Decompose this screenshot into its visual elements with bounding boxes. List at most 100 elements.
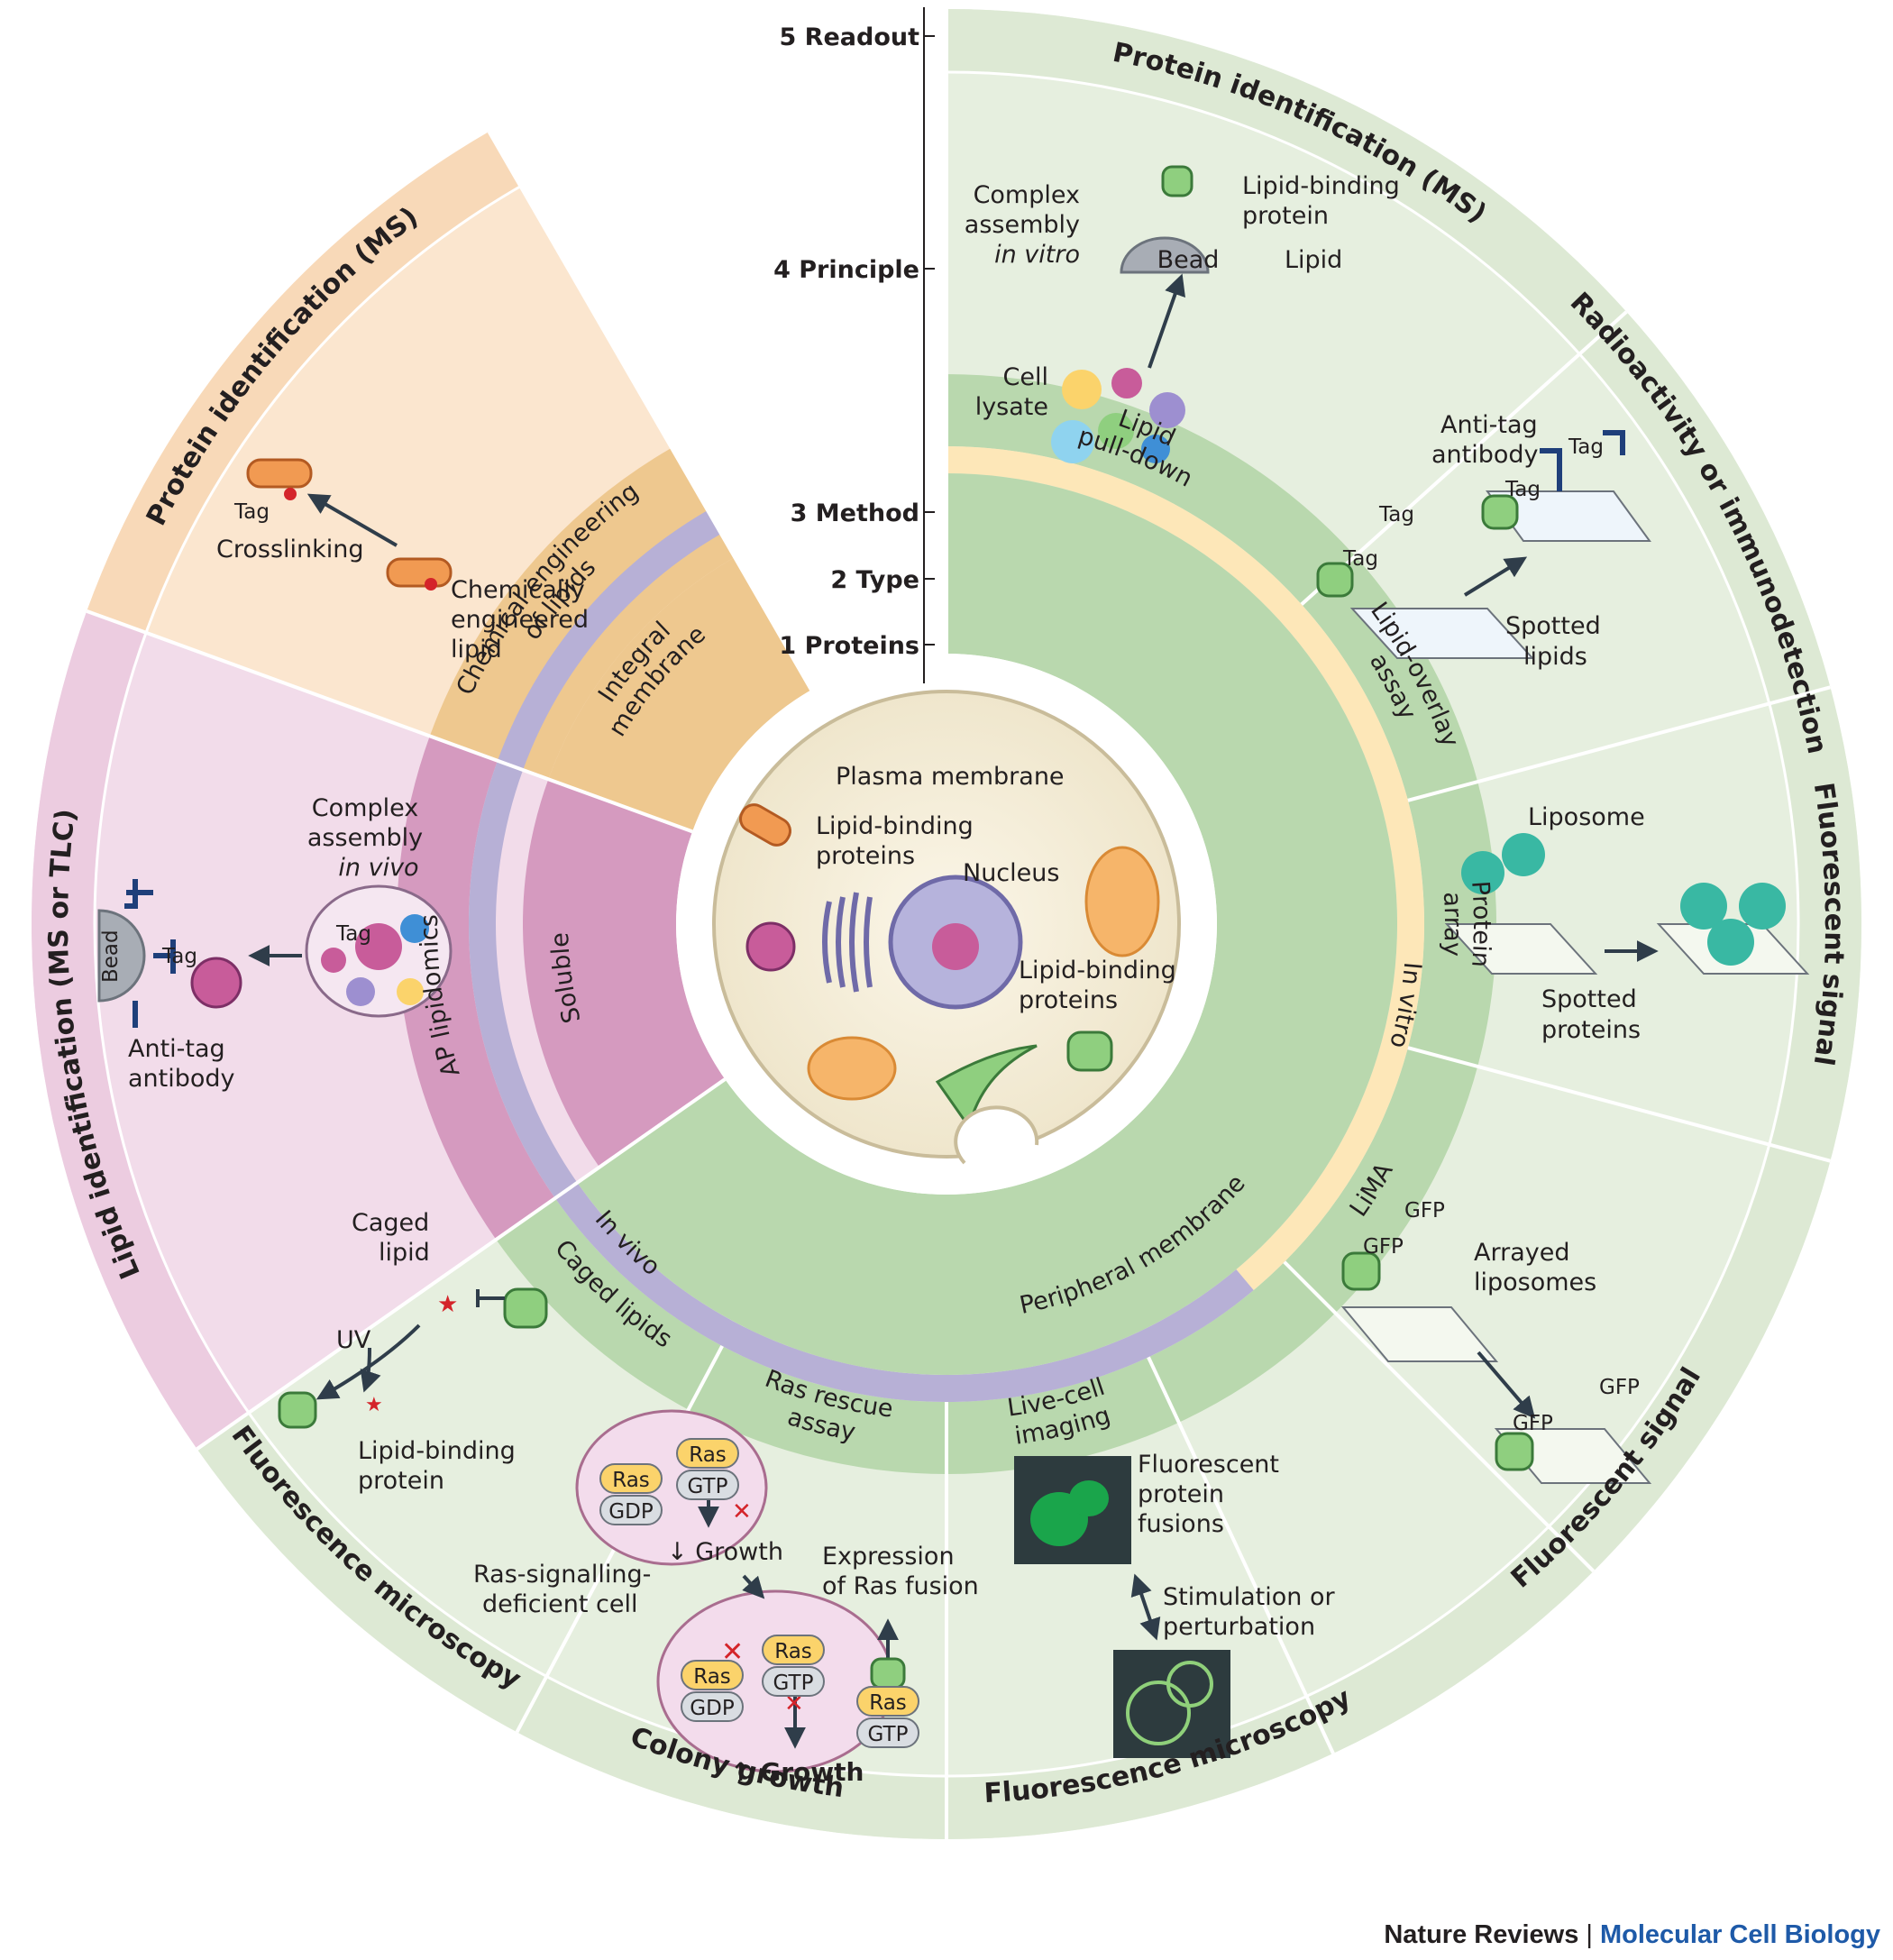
lysate-protein-shape <box>1098 413 1134 449</box>
ras-ras-text: Ras <box>693 1665 731 1689</box>
ras-gtp-text: GTP <box>868 1723 909 1746</box>
live-stim-1: Stimulation or <box>1163 1583 1336 1611</box>
uv-arrow <box>316 1323 421 1400</box>
axis-labels: 5 Readout 4 Principle 3 Method 2 Type 1 … <box>773 23 919 660</box>
ras-ras-text: Ras <box>869 1691 907 1715</box>
array-sheet-shape <box>1444 923 1598 975</box>
live-fusions-1: Fluorescent <box>1138 1451 1279 1479</box>
tagged-protein-shape <box>190 957 242 1009</box>
block-mark: ✕ <box>732 1498 752 1525</box>
protein-ring-peripheral <box>577 473 1397 1375</box>
chem-engineered-2: engineered <box>451 606 589 634</box>
sector-divider <box>1147 1356 1335 1754</box>
ras-gtp-text: GTP <box>688 1475 728 1498</box>
ras-gtp-pill <box>676 1470 739 1500</box>
pd-complex-2: assembly <box>965 211 1080 239</box>
chem-crosslinking: Crosslinking <box>216 536 364 563</box>
ras-gtp-pill <box>762 1666 825 1697</box>
cell-lbp1-line1: Lipid-binding <box>816 812 974 840</box>
readout-band-orange <box>87 131 521 633</box>
ras-ras-pill <box>681 1660 744 1690</box>
live-stim-2: perturbation <box>1163 1613 1315 1641</box>
gfp-protein-shape <box>1341 1251 1381 1291</box>
lima-gfp-c: GFP <box>1599 1376 1640 1399</box>
endosome-shape <box>745 921 796 972</box>
cell-lbp1-line2: proteins <box>816 842 915 870</box>
sector-divider <box>196 1077 727 1451</box>
lysate-protein-shape <box>1141 435 1170 463</box>
lysate-protein-shape <box>1062 370 1102 409</box>
sector-divider <box>86 609 693 834</box>
protein-ring-soluble <box>523 779 726 1168</box>
lima-gfp-a: GFP <box>1404 1199 1445 1223</box>
caged-lipid-2: lipid <box>379 1239 430 1267</box>
journal-separator: | <box>1578 1920 1600 1949</box>
protein-shape <box>346 977 375 1006</box>
block-mark: ✕ <box>784 1690 804 1717</box>
cage-star-icon: ★ <box>365 1394 383 1416</box>
journal-name-b: Molecular Cell Biology <box>1600 1920 1880 1949</box>
lipid-binding-protein-shape <box>1066 1030 1113 1072</box>
ap-labels: Complex assembly in vivo Tag Tag Bead An… <box>99 794 423 1093</box>
live-imaging-illustration <box>1014 1456 1230 1758</box>
plasma-membrane-label: Plasma membrane <box>836 763 1065 791</box>
ov-antitag-2: antibody <box>1431 441 1539 469</box>
ov-spotted-2: lipids <box>1523 643 1587 671</box>
caged-labels: Caged lipid UV Lipid-binding protein <box>336 1209 516 1495</box>
membrane-curve-shape <box>935 1044 1038 1131</box>
ras-gdp-pill <box>599 1495 663 1525</box>
pd-lysate-2: lysate <box>975 393 1048 421</box>
ap-complex-2: assembly <box>307 824 423 852</box>
integral-protein-shape <box>739 803 791 847</box>
readout-ring-edge <box>93 70 1800 1778</box>
ov-antitag-1: Anti-tag <box>1440 411 1538 439</box>
lima-arrow <box>1477 1351 1536 1419</box>
cell-outline-shape <box>1126 1681 1191 1745</box>
pd-lipid: Lipid <box>1285 246 1342 274</box>
arr-liposome: Liposome <box>1528 803 1645 831</box>
pd-complex-3: in vitro <box>994 241 1080 269</box>
ov-tag-b: Tag <box>1504 478 1541 501</box>
ras-ras-pill <box>762 1635 825 1665</box>
inhibition-mark <box>476 1289 505 1307</box>
cage-star-icon: ★ <box>437 1291 458 1318</box>
ov-tag-a: Tag <box>1568 435 1604 459</box>
sector-divider <box>1407 685 1831 802</box>
axis-type: 2 Type <box>830 566 919 594</box>
pd-lysate-1: Cell <box>1003 363 1048 391</box>
lysate-protein-shape <box>1149 392 1185 428</box>
ap-lipidomics-illustration <box>97 879 453 1028</box>
mitochondrion-shape <box>1084 846 1160 957</box>
ras-deficient-1: Ras-signalling- <box>473 1561 651 1589</box>
mitochondrion-shape <box>807 1036 897 1101</box>
axis-method: 3 Method <box>791 499 919 527</box>
ap-bead: Bead <box>99 930 123 983</box>
antibody-shape <box>1540 430 1625 491</box>
membrane-sheet-shape <box>1349 608 1535 659</box>
caged-lbp-2: protein <box>358 1467 444 1495</box>
journal-name-a: Nature Reviews <box>1384 1920 1579 1949</box>
ras-ras-text: Ras <box>774 1640 812 1663</box>
crosslinking-arrow <box>306 493 398 547</box>
lysate-protein-shape <box>1051 420 1094 463</box>
protein-shape <box>386 557 453 588</box>
readout-band-left <box>197 1413 946 1839</box>
method-array-1: Protein <box>1466 880 1495 968</box>
ap-complex-3: in vivo <box>338 854 418 882</box>
stimulation-arrow <box>1130 1573 1161 1641</box>
ras-expression-1: Expression <box>822 1543 955 1571</box>
cell-outline-shape <box>1166 1661 1213 1708</box>
lysate-protein-shape <box>1111 368 1142 398</box>
chem-engineering-illustration <box>246 458 453 591</box>
lipid-binding-protein-shape <box>503 1287 548 1329</box>
tagged-protein-shape <box>1481 494 1519 530</box>
method-ring-orange <box>429 447 735 780</box>
liposome-shape <box>1707 919 1754 966</box>
caged-lipid-1: Caged <box>352 1209 429 1237</box>
bead-shape <box>1120 236 1210 274</box>
lima-arrayed-1: Arrayed <box>1474 1239 1569 1267</box>
overlay-illustration <box>1316 430 1651 659</box>
